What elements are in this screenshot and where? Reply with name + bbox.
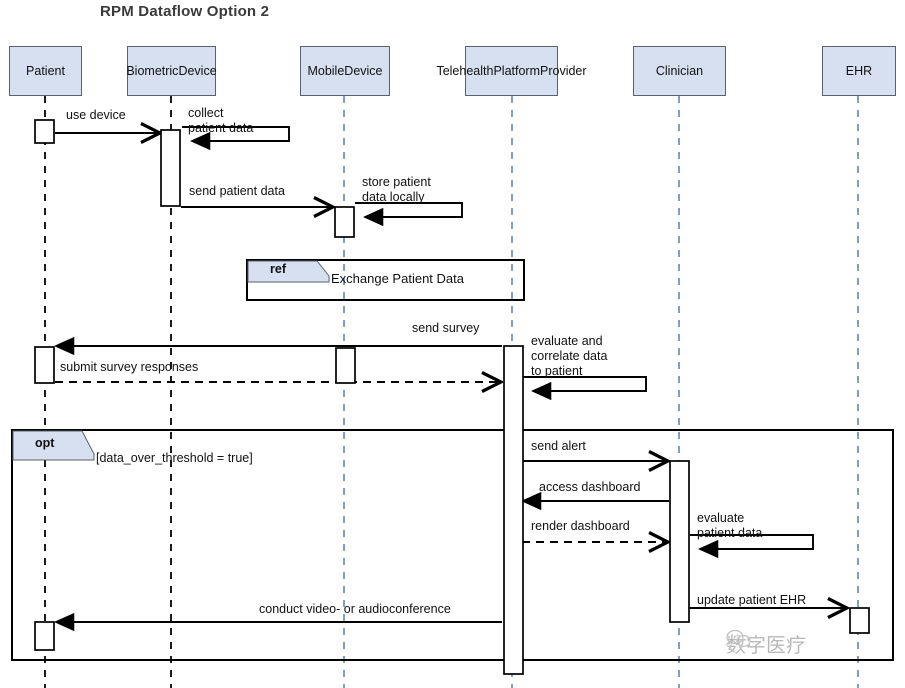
participant-label-line: EHR <box>845 63 873 78</box>
participant-label-line: Device <box>344 63 383 78</box>
opt-fragment <box>11 429 894 661</box>
participant-label-line: Clinician <box>655 63 704 78</box>
participant-label-line: Provider <box>540 63 587 78</box>
activation-biometric-active <box>160 129 181 207</box>
message-label-update-patient-ehr: update patient EHR <box>697 593 807 607</box>
ref-fragment <box>246 259 525 301</box>
participant-ehr[interactable]: EHR <box>822 46 896 96</box>
activation-patient-use-device <box>34 119 55 144</box>
activation-mobile-store-data <box>334 206 355 238</box>
message-label-collect-patient-data: collect patient data <box>188 106 254 135</box>
message-label-use-device: use device <box>66 108 126 122</box>
message-label-submit-survey: submit survey responses <box>60 360 199 374</box>
message-evaluate-patient-data <box>690 534 814 549</box>
message-label-store-data-locally: store patient data locally <box>362 175 431 204</box>
ref-fragment-tab <box>247 260 330 283</box>
participant-label-line: Device <box>178 63 217 78</box>
opt-fragment-tab <box>12 430 95 461</box>
message-label-evaluate-patient-data: evaluate patient data <box>697 511 763 540</box>
message-label-render-dashboard: render dashboard <box>531 519 630 533</box>
opt-fragment-operator-label: opt <box>35 436 55 450</box>
participant-label-line: Platform <box>493 63 540 78</box>
message-collect-patient-data <box>182 126 290 141</box>
participant-patient[interactable]: Patient <box>9 46 82 96</box>
message-label-send-alert: send alert <box>531 439 586 453</box>
participant-clinician[interactable]: Clinician <box>633 46 726 96</box>
message-label-conduct-conference: conduct video- or audioconference <box>259 602 451 616</box>
ref-fragment-content: Exchange Patient Data <box>331 271 464 286</box>
message-evaluate-correlate <box>523 376 647 391</box>
participant-label-line: Telehealth <box>436 63 494 78</box>
message-label-evaluate-correlate: evaluate and correlate data to patient <box>531 334 608 378</box>
message-label-send-survey: send survey <box>412 321 480 335</box>
opt-fragment-guard: [data_over_threshold = true] <box>96 451 253 465</box>
activation-ehr-active <box>849 607 870 634</box>
participant-label-line: Patient <box>26 63 65 78</box>
activation-mobile-survey-relay <box>335 347 356 384</box>
page-title: RPM Dataflow Option 2 <box>100 3 270 20</box>
activation-clinician-active <box>669 460 690 623</box>
message-label-access-dashboard: access dashboard <box>539 480 641 494</box>
participant-label-line: Mobile <box>307 63 345 78</box>
watermark: 数字医疗 <box>725 629 806 658</box>
wechat-icon <box>725 629 753 649</box>
message-store-data-locally <box>355 202 463 217</box>
activation-patient-survey-response <box>34 346 55 384</box>
ref-fragment-operator-label: ref <box>270 262 286 276</box>
message-label-send-patient-data: send patient data <box>189 184 285 198</box>
participant-label-line: Biometric <box>126 63 179 78</box>
activation-telehealth-active <box>503 345 524 675</box>
activation-patient-conference <box>34 621 55 651</box>
